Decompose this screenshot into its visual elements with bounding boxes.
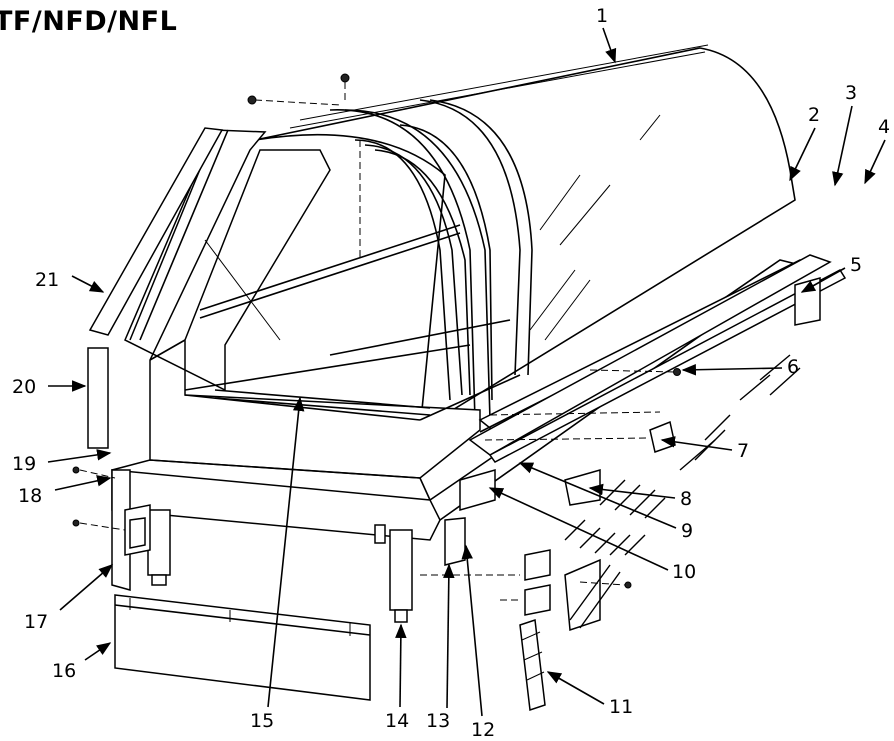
callout-label-21: 21 — [35, 269, 59, 291]
callout-label-17: 17 — [24, 611, 48, 633]
kick-plate — [114, 594, 371, 701]
callout-label-3: 3 — [845, 82, 857, 104]
callout-7: 7 — [660, 436, 749, 462]
callout-8: 8 — [588, 483, 692, 510]
callout-13: 13 — [426, 563, 455, 732]
leg — [389, 529, 413, 611]
bumper-strip — [468, 254, 832, 456]
side-panel — [111, 469, 131, 591]
callout-label-5: 5 — [850, 254, 862, 276]
callout-15: 15 — [250, 396, 305, 732]
callout-19: 19 — [12, 449, 112, 475]
callout-label-19: 19 — [12, 453, 36, 475]
callout-label-7: 7 — [737, 440, 749, 462]
end-frame — [124, 129, 481, 479]
callout-label-9: 9 — [681, 520, 693, 542]
callout-label-14: 14 — [385, 710, 409, 732]
callout-9: 9 — [518, 462, 693, 542]
callout-label-13: 13 — [426, 710, 450, 732]
callout-label-12: 12 — [471, 719, 495, 741]
callout-2: 2 — [789, 104, 820, 182]
callout-5: 5 — [800, 254, 862, 293]
callout-label-20: 20 — [12, 376, 36, 398]
callout-17: 17 — [24, 564, 114, 633]
callout-label-16: 16 — [52, 660, 76, 682]
callout-3: 3 — [832, 82, 857, 187]
end-panel — [87, 347, 109, 449]
callout-label-18: 18 — [18, 485, 42, 507]
diagram-title: TF/NFD/NFL — [0, 6, 178, 37]
callout-4: 4 — [864, 116, 890, 185]
display-case — [72, 44, 847, 712]
callout-14: 14 — [385, 623, 409, 732]
callout-label-4: 4 — [878, 116, 890, 138]
end-trim — [88, 127, 224, 336]
callout-label-1: 1 — [596, 5, 608, 27]
callout-21: 21 — [35, 269, 105, 293]
callout-20: 20 — [12, 376, 87, 398]
callout-11: 11 — [546, 671, 633, 718]
callout-12: 12 — [461, 544, 495, 741]
callout-label-2: 2 — [808, 104, 820, 126]
arch-support — [329, 109, 476, 421]
callout-18: 18 — [18, 475, 112, 507]
callout-1: 1 — [596, 5, 617, 64]
hinge-clip — [519, 618, 546, 712]
callout-label-6: 6 — [787, 356, 799, 378]
callout-10: 10 — [488, 487, 696, 583]
callout-label-10: 10 — [672, 561, 696, 583]
callout-label-15: 15 — [250, 710, 274, 732]
curved-glass-canopy — [254, 47, 796, 432]
callout-16: 16 — [52, 642, 112, 682]
callout-label-8: 8 — [680, 488, 692, 510]
leg — [147, 509, 171, 576]
callout-6: 6 — [681, 356, 799, 378]
callout-label-11: 11 — [609, 696, 633, 718]
